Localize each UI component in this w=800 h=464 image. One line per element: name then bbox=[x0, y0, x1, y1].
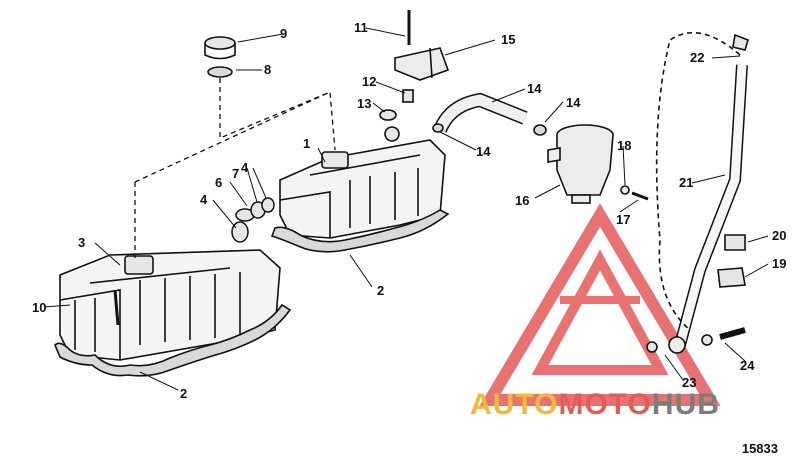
pcv-hose bbox=[432, 92, 547, 136]
callout-10: 11 bbox=[354, 20, 368, 35]
watermark-moto: MOTO bbox=[558, 388, 652, 421]
figure-number: 15833 bbox=[741, 441, 778, 456]
callout-7: 8 bbox=[264, 62, 272, 77]
watermark-logo bbox=[479, 203, 721, 406]
callout-21: 21 bbox=[679, 175, 694, 190]
watermark-auto: AUTO bbox=[470, 388, 559, 421]
callout-5: 6 bbox=[215, 175, 223, 190]
callout-6: 7 bbox=[232, 166, 240, 181]
callout-24: 23 bbox=[682, 375, 697, 390]
callout-19: 19 bbox=[772, 256, 787, 271]
callout-2-left: 2 bbox=[180, 386, 188, 401]
callout-22: 22 bbox=[690, 50, 705, 65]
bracket-and-bolt bbox=[379, 10, 450, 121]
callout-18: 18 bbox=[617, 138, 632, 153]
callout-1: 1 bbox=[303, 136, 311, 151]
callout-17: 17 bbox=[616, 212, 631, 227]
callout-14-lower: 14 bbox=[476, 144, 491, 159]
right-valve-cover bbox=[270, 126, 450, 253]
pcv-fittings bbox=[231, 197, 275, 243]
callout-2-right: 2 bbox=[377, 283, 385, 298]
oil-separator bbox=[547, 124, 649, 204]
watermark-hub: HUB bbox=[651, 388, 720, 421]
callout-8: 9 bbox=[280, 26, 288, 41]
callout-12: 13 bbox=[357, 96, 372, 111]
callout-14-upper: 14 bbox=[566, 95, 581, 110]
callout-4-lower: 4 bbox=[200, 192, 208, 207]
callout-13: 14 bbox=[527, 81, 542, 96]
callout-9: 10 bbox=[32, 300, 47, 315]
callout-3: 3 bbox=[78, 235, 86, 250]
callout-11: 12 bbox=[362, 74, 377, 89]
drain-hose bbox=[646, 32, 749, 354]
callout-16: 16 bbox=[515, 193, 530, 208]
dashed-leader bbox=[134, 78, 336, 258]
leader-lines bbox=[43, 27, 769, 391]
oil-filler-cap bbox=[204, 36, 236, 78]
watermark-text: AUTOMOTOHUB bbox=[470, 388, 720, 422]
callout-4-upper: 4 bbox=[241, 160, 249, 175]
callout-23: 24 bbox=[740, 358, 755, 373]
left-valve-cover bbox=[54, 249, 292, 377]
callout-15: 15 bbox=[501, 32, 516, 47]
callout-20: 20 bbox=[772, 228, 787, 243]
